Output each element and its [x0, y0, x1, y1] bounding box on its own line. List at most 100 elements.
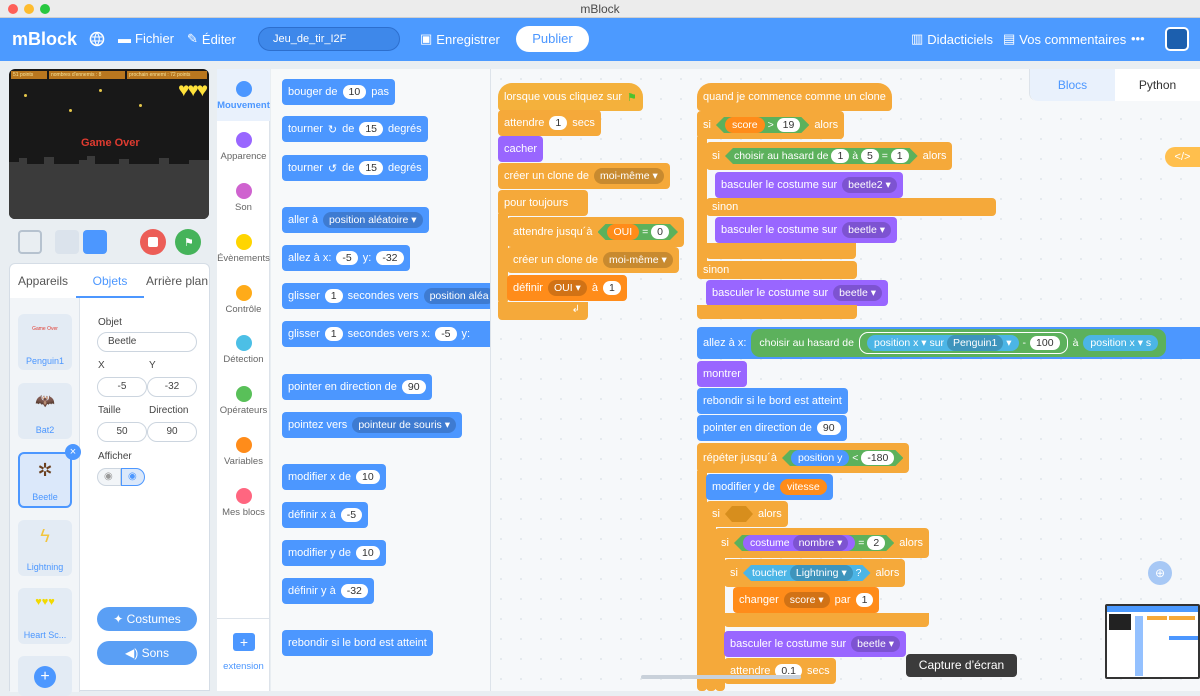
value-input[interactable]: 5: [861, 149, 879, 163]
extension-button[interactable]: + extension: [217, 618, 270, 691]
stop-button[interactable]: [140, 229, 166, 255]
seconds-input[interactable]: 1: [324, 327, 343, 341]
x-input[interactable]: -5: [435, 327, 457, 341]
tutorials-menu[interactable]: ▥Didacticiels: [911, 31, 993, 47]
variable-dropdown[interactable]: OUI ▾: [547, 280, 587, 296]
show-toggle[interactable]: ◉: [121, 468, 145, 486]
costume-attr-dropdown[interactable]: nombre ▾: [793, 535, 849, 551]
clone-dropdown[interactable]: moi-même ▾: [603, 252, 673, 268]
edit-menu[interactable]: ✎Éditer: [187, 31, 236, 47]
x-set-input[interactable]: -5: [340, 508, 363, 522]
code-toggle-icon[interactable]: </>: [1165, 147, 1200, 167]
block-forever[interactable]: pour toujours: [498, 190, 588, 216]
category-sound[interactable]: Son: [217, 183, 270, 213]
save-button[interactable]: ▣Enregistrer: [420, 31, 500, 47]
more-menu[interactable]: •••: [1131, 31, 1145, 46]
small-stage-button[interactable]: [55, 230, 79, 254]
block-when-flag-clicked[interactable]: lorsque vous cliquez sur⚑: [498, 83, 643, 111]
equals-operator[interactable]: costume nombre ▾ = 2: [734, 535, 894, 551]
value-input[interactable]: 0: [651, 225, 669, 239]
x-input[interactable]: -5: [336, 251, 358, 265]
equals-operator[interactable]: choisir au hasard de 1 à 5 = 1: [725, 148, 918, 164]
clone-dropdown[interactable]: moi-même ▾: [594, 168, 664, 184]
add-sprite-button[interactable]: +: [18, 656, 72, 696]
user-avatar[interactable]: [1165, 27, 1189, 51]
zoom-in-icon[interactable]: ⊕: [1148, 561, 1172, 585]
towards-dropdown[interactable]: pointeur de souris ▾: [352, 417, 456, 433]
position-y-reporter[interactable]: position y: [791, 450, 849, 466]
steps-input[interactable]: 10: [342, 85, 367, 99]
direction-input[interactable]: 90: [401, 380, 426, 394]
green-flag-button[interactable]: ⚑: [175, 229, 201, 255]
wait-input[interactable]: 0.1: [775, 664, 802, 678]
publish-button[interactable]: Publier: [516, 26, 589, 52]
sensing-of[interactable]: position x ▾ sur Penguin1 ▾: [866, 335, 1019, 351]
large-stage-button[interactable]: [83, 230, 107, 254]
object-name-input[interactable]: Beetle: [97, 332, 197, 352]
value-input[interactable]: 2: [867, 536, 885, 550]
category-my-blocks[interactable]: Mes blocs: [217, 488, 270, 518]
direction-input[interactable]: 90: [147, 422, 197, 442]
degrees-input[interactable]: 15: [359, 161, 384, 175]
direction-input[interactable]: 90: [816, 421, 841, 435]
value-input[interactable]: 1: [855, 593, 874, 607]
category-motion[interactable]: Mouvement: [217, 81, 270, 111]
speed-variable[interactable]: vitesse: [779, 479, 827, 495]
file-menu[interactable]: ▬Fichier: [118, 31, 174, 46]
costume-dropdown[interactable]: beetle ▾: [833, 285, 882, 301]
value-input[interactable]: 1: [602, 281, 621, 295]
tab-python[interactable]: Python: [1138, 78, 1177, 92]
costume-reporter[interactable]: costume nombre ▾: [743, 535, 855, 551]
sprite-dropdown[interactable]: Penguin1: [946, 335, 1004, 351]
block-show[interactable]: montrer: [697, 361, 747, 387]
value-input[interactable]: -180: [861, 451, 894, 465]
stage-canvas[interactable]: 51 points nombres d'ennemis : 8 prochain…: [9, 69, 209, 219]
block-set-x[interactable]: définir x à-5: [282, 502, 369, 528]
horizontal-scrollbar[interactable]: [641, 675, 801, 679]
globe-icon[interactable]: [89, 31, 105, 47]
greater-operator[interactable]: score > 19: [716, 117, 809, 133]
block-set-y[interactable]: définir y à-32: [282, 578, 374, 604]
category-operators[interactable]: Opérateurs: [217, 386, 270, 416]
x-change-input[interactable]: 10: [355, 470, 380, 484]
y-set-input[interactable]: -32: [340, 584, 368, 598]
y-change-input[interactable]: 10: [355, 546, 380, 560]
value-input[interactable]: 1: [831, 149, 849, 163]
block-when-start-as-clone[interactable]: quand je commence comme un clone: [697, 83, 892, 111]
degrees-input[interactable]: 15: [359, 122, 384, 136]
variable-dropdown[interactable]: score ▾: [783, 592, 830, 608]
costume-dropdown[interactable]: beetle ▾: [842, 222, 891, 238]
minus-operator[interactable]: position x ▾ sur Penguin1 ▾-100: [858, 332, 1068, 354]
seconds-input[interactable]: 1: [324, 289, 343, 303]
tab-blocks[interactable]: Blocs: [1030, 69, 1115, 101]
value-input[interactable]: 19: [777, 118, 801, 132]
sounds-button[interactable]: ◀) Sons: [97, 641, 197, 665]
maximize-window-button[interactable]: [40, 4, 50, 14]
touching-dropdown[interactable]: Lightning ▾: [790, 565, 853, 581]
sensing-of-2[interactable]: position x ▾ s: [1083, 335, 1159, 351]
empty-condition-slot[interactable]: [724, 506, 753, 522]
oui-variable[interactable]: OUI: [607, 224, 640, 240]
minimize-window-button[interactable]: [24, 4, 34, 14]
